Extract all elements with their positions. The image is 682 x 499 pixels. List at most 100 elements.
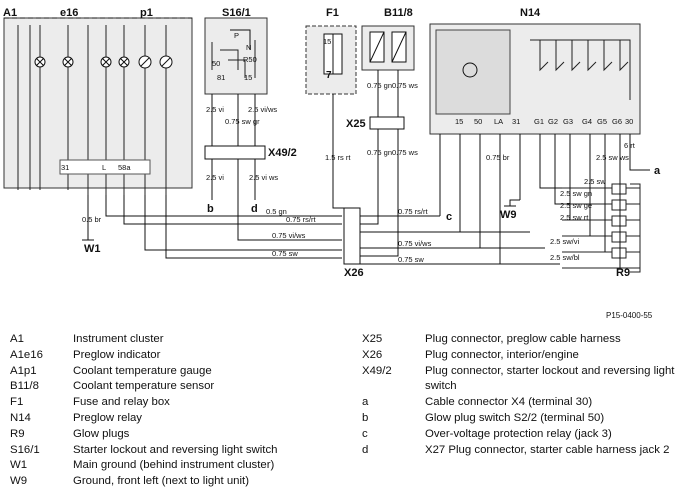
legend-desc: Glow plug switch S2/2 (terminal 50): [425, 411, 605, 424]
legend-desc: Plug connector, interior/engine: [425, 348, 579, 361]
n14-pin-31: 31: [512, 117, 520, 126]
end-c: c: [446, 211, 452, 223]
label-x25: X25: [346, 118, 366, 130]
legend-code: W9: [10, 475, 28, 488]
legend-code: d: [362, 443, 369, 456]
wire-x25-a: 0.75 gn: [367, 148, 392, 157]
wire-g-e: 2.5 sw rt: [560, 213, 589, 222]
wire-h5: 0.75 vi/ws: [398, 239, 432, 248]
wire-h1: 0.5 gn: [266, 207, 287, 216]
legend-desc: Coolant temperature sensor: [73, 380, 215, 393]
wire-h4: 0.75 vi/ws: [272, 231, 306, 240]
legend-row: B11/8 Coolant temperature sensor: [10, 379, 340, 395]
s16-label-n: N: [246, 43, 251, 52]
wire-h2: 0.75 rs/rt: [286, 215, 317, 224]
legend-row: A1e16 Preglow indicator: [10, 348, 340, 364]
x26-connector: [343, 207, 361, 265]
legend-row: S16/1 Starter lockout and reversing light…: [10, 443, 340, 459]
wire-b11-a: 0.75 gn: [367, 81, 392, 90]
wire-h7: 0.75 sw: [398, 255, 424, 264]
n14-pin-50: 50: [474, 117, 482, 126]
fuse-label: 15: [323, 37, 331, 46]
s16-label-15: 15: [244, 73, 252, 82]
legend-code: A1: [10, 333, 24, 345]
legend-desc: Over-voltage protection relay (jack 3): [425, 427, 612, 440]
label-x26: X26: [344, 267, 364, 279]
label-s16-1: S16/1: [222, 7, 251, 19]
legend-code: A1p1: [10, 364, 37, 377]
s16-1-switch-box: [204, 17, 268, 95]
fuse-number: 7: [326, 70, 332, 81]
legend-row: N14 Preglow relay: [10, 411, 340, 427]
label-f1: F1: [326, 7, 339, 19]
wire-g-c: 2.5 sw gn: [560, 189, 592, 198]
legend-row: A1 Instrument cluster: [10, 332, 340, 348]
label-x49-2: X49/2: [268, 147, 297, 159]
legend-desc: Starter lockout and reversing light swit…: [73, 443, 278, 456]
x49-2-connector: [204, 145, 266, 160]
legend-code: B11/8: [10, 380, 39, 393]
wiring: [82, 70, 650, 268]
wire-w1: 0.5 br: [82, 215, 102, 224]
r9-glow-plugs: [562, 183, 641, 273]
n14-pin-g2: G2: [548, 117, 558, 126]
wire-x25-b: 0.75 ws: [392, 148, 418, 157]
wire-g-a: 2.5 sw ws: [596, 153, 629, 162]
cluster-pin-31: 31: [61, 163, 69, 172]
wire-g-g: 2.5 sw/bl: [550, 253, 580, 262]
n14-pin-la: LA: [494, 117, 503, 126]
legend-desc: Plug connector, starter lockout and reve…: [425, 364, 675, 393]
wire-n-31: 0.75 br: [486, 153, 510, 162]
wire-s16-c: 2.5 vi/ws: [248, 105, 277, 114]
wire-b11-b: 0.75 ws: [392, 81, 418, 90]
wire-n-30: 6 rt: [624, 141, 636, 150]
wire-g-f: 2.5 sw/vi: [550, 237, 580, 246]
n14-pin-15: 15: [455, 117, 463, 126]
end-a: a: [654, 165, 661, 177]
cluster-pin-58a: 58a: [118, 163, 131, 172]
legend-desc: Instrument cluster: [73, 333, 164, 345]
legend-desc: Coolant temperature gauge: [73, 364, 212, 377]
s16-label-r50: R50: [243, 55, 257, 64]
label-w9: W9: [500, 209, 517, 221]
wire-s16-b: 0.75 sw gr: [225, 117, 260, 126]
wire-f1-out: 1.5 rs rt: [325, 153, 351, 162]
n14-pin-g5: G5: [597, 117, 607, 126]
label-e16: e16: [60, 7, 78, 19]
legend-code: A1e16: [10, 348, 43, 361]
legend-row: R9 Glow plugs: [10, 427, 340, 443]
legend-desc: Preglow indicator: [73, 348, 161, 361]
s16-label-p: P: [234, 31, 239, 40]
s16-label-50: 50: [212, 59, 220, 68]
legend-desc: Preglow relay: [73, 411, 143, 424]
legend-code: R9: [10, 427, 25, 440]
figure-code: P15-0400-55: [606, 311, 653, 320]
legend-desc: Plug connector, preglow cable harness: [425, 333, 621, 345]
wire-g-b: 2.5 sw: [584, 177, 606, 186]
end-b: b: [207, 203, 214, 215]
legend-code: a: [362, 396, 369, 409]
n14-pin-g1: G1: [534, 117, 544, 126]
label-a1: A1: [3, 7, 17, 19]
legend-desc: Glow plugs: [73, 427, 130, 440]
legend-code: F1: [10, 396, 24, 409]
label-r9: R9: [616, 267, 630, 279]
wire-s16-a: 2.5 vi: [206, 105, 224, 114]
legend-code: N14: [10, 411, 31, 424]
legend-code: W1: [10, 459, 28, 472]
legend-code: S16/1: [10, 443, 40, 456]
wire-x49-b: 2.5 vi ws: [249, 173, 278, 182]
end-d: d: [251, 203, 258, 215]
cluster-lamps: [17, 25, 173, 195]
